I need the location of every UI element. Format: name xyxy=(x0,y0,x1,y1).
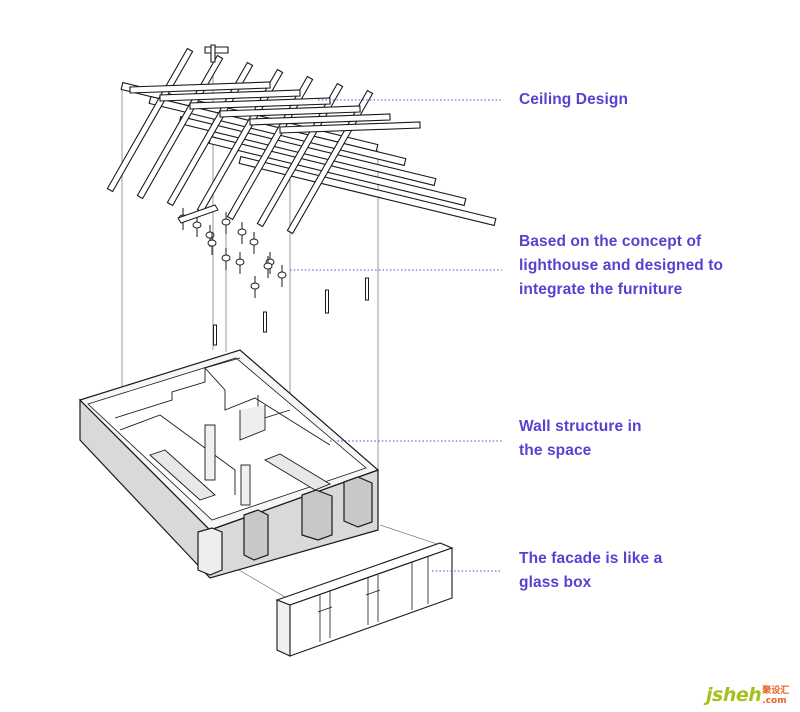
pendant-lights-group xyxy=(177,204,369,346)
ceiling-beam xyxy=(106,47,194,193)
watermark-com: .com xyxy=(762,696,787,706)
ceiling-beam xyxy=(189,97,331,110)
label-wall-structure: Wall structure in the space xyxy=(519,418,642,459)
pendant-light xyxy=(221,212,231,234)
ceiling-beam xyxy=(219,105,361,118)
watermark-cn: 聚设汇 xyxy=(762,686,790,696)
ceiling-grid xyxy=(106,44,497,235)
ceiling-beam xyxy=(238,155,497,227)
light-rod xyxy=(263,311,267,333)
watermark-main: jsheh xyxy=(706,684,762,706)
label-ceiling-design: Ceiling Design xyxy=(519,91,629,108)
pendant-light xyxy=(221,248,231,270)
label-facade: The facade is like a glass box xyxy=(519,550,663,591)
ceiling-beam xyxy=(249,113,391,126)
ceiling-beam xyxy=(279,121,421,134)
ceiling-beam xyxy=(204,46,229,54)
pendant-light xyxy=(237,222,247,244)
pendant-light xyxy=(207,233,217,255)
ceiling-beam xyxy=(129,81,271,94)
ceiling-beam xyxy=(136,54,224,200)
leader-lines xyxy=(290,99,502,572)
light-rod xyxy=(325,289,329,314)
wall-structure-box xyxy=(78,349,380,579)
light-bar xyxy=(177,204,219,224)
label-lighthouse-concept: Based on the concept of lighthouse and d… xyxy=(519,233,724,298)
pendant-light xyxy=(192,215,202,237)
pendant-light xyxy=(249,232,259,254)
pendant-light xyxy=(263,256,273,278)
pendant-light xyxy=(250,276,260,298)
light-rod xyxy=(365,277,369,301)
ceiling-beam xyxy=(159,89,301,102)
ceiling-beam xyxy=(210,44,216,63)
light-rod xyxy=(213,324,217,346)
glass-facade-box xyxy=(275,542,454,657)
pendant-light xyxy=(235,252,245,274)
pendant-light xyxy=(277,265,287,287)
watermark-logo: jsheh 聚设汇 .com xyxy=(706,684,789,706)
